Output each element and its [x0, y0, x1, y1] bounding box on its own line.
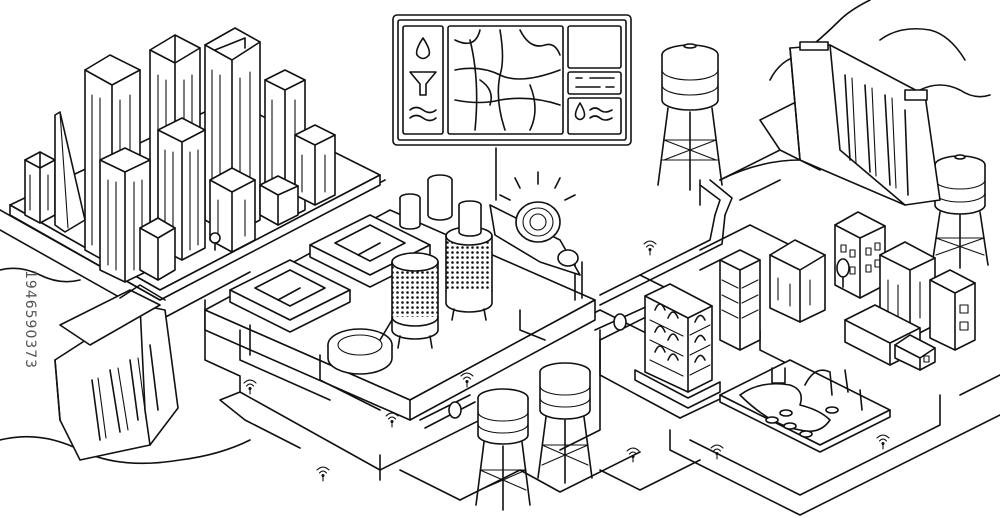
- funnel-icon: [409, 71, 437, 96]
- settling-tank: [229, 259, 351, 333]
- water-tower: [931, 154, 989, 269]
- road-network: [0, 94, 1000, 516]
- building: [929, 269, 976, 351]
- wifi-signal-icon: [316, 466, 330, 482]
- pump-turbine: [489, 171, 581, 276]
- skyscraper: [99, 147, 151, 283]
- building: [24, 151, 56, 224]
- hydro-dam: [719, 0, 991, 206]
- hydro-dam: 1946590373: [0, 267, 251, 465]
- building: [769, 239, 826, 323]
- stock-image-id-watermark: 1946590373: [22, 270, 38, 369]
- wifi-signal-icon: [385, 412, 399, 428]
- wave-icon: [589, 107, 613, 121]
- monitoring-dashboard: [392, 14, 632, 201]
- pipe-network-map: [454, 29, 561, 131]
- filter-tank: [391, 252, 439, 349]
- water-park: [719, 359, 891, 453]
- clarifier-basin: [327, 299, 396, 375]
- tree: [836, 258, 850, 288]
- wifi-signal-icon: [876, 434, 890, 450]
- chemical-silo: [399, 193, 421, 230]
- wifi-signal-icon: [243, 379, 257, 395]
- water-treatment-plant: [204, 171, 596, 421]
- pipeline: [419, 179, 733, 451]
- building: [294, 124, 336, 206]
- building: [139, 217, 176, 281]
- water-tower: [475, 388, 531, 511]
- water-drop-icon: [415, 37, 431, 60]
- residential-district: [719, 211, 976, 371]
- building: [259, 175, 299, 226]
- chemical-silo: [458, 200, 482, 237]
- building: [719, 249, 761, 351]
- water-drop-icon: [574, 102, 586, 121]
- wifi-signal-icon: [643, 240, 657, 256]
- vertical-farm-tower: [634, 283, 721, 409]
- building: [54, 111, 86, 233]
- tree: [209, 232, 221, 251]
- wave-icon: [409, 106, 437, 122]
- downtown-skyline: [9, 27, 381, 301]
- water-tower: [657, 43, 723, 191]
- house: [894, 334, 936, 371]
- water-tower: [537, 362, 593, 484]
- wifi-signal-icon: [626, 447, 640, 463]
- chemical-silo: [427, 174, 453, 221]
